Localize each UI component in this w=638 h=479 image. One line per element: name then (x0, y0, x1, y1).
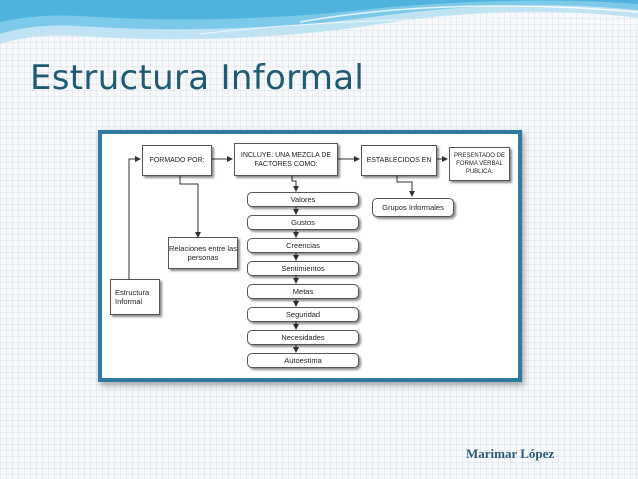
factor-item: Gustos (247, 215, 359, 230)
author-credit: Marimar López (466, 446, 555, 461)
node-relaciones: Relaciones entre las personas (168, 237, 238, 269)
diagram-connectors (128, 156, 448, 353)
factor-item: Creencias (247, 238, 359, 253)
factor-item: Necesidades (247, 330, 359, 345)
header-wave-decoration (0, 0, 638, 44)
factor-item: Sentimientos (247, 261, 359, 276)
node-presentado: PRESENTADO DE FORMA VERBAL PUBLICA. (449, 147, 510, 181)
factor-item: Valores (247, 192, 359, 207)
factor-item: Autoestima (247, 353, 359, 368)
factor-item: Metas (247, 284, 359, 299)
node-estructura-informal: Estructura Informal (110, 279, 160, 315)
factor-item: Seguridad (247, 307, 359, 322)
slide-title: Estructura Informal (30, 58, 365, 98)
node-establecidos: ESTABLECIDOS EN (361, 145, 437, 176)
diagram-frame: Estructura Informal FORMADO POR: Relacio… (98, 130, 522, 382)
node-incluye: INCLUYE: UNA MEZCLA DE FACTORES COMO: (234, 143, 338, 176)
node-grupos-informales: Grupos Informales (372, 198, 454, 217)
node-formado-por: FORMADO POR: (142, 145, 212, 176)
